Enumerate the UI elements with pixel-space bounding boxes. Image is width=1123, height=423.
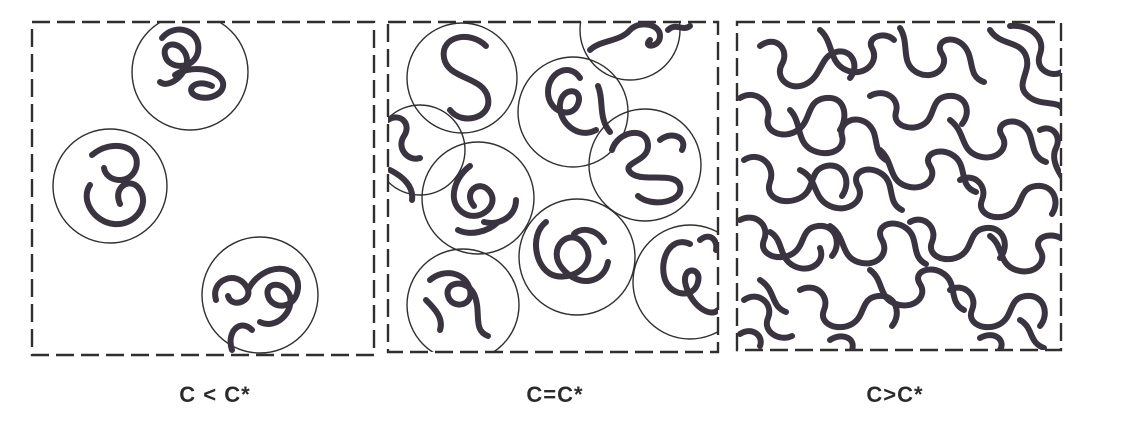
coil-5 [579,22,693,81]
panel-overlap-frame [386,20,720,354]
panel-overlap [386,20,720,354]
panel-semidilute-frame [735,20,1063,352]
caption-overlap: C=C* [526,382,584,407]
panel-dilute [30,20,376,357]
coil-8 [388,104,466,203]
coil-1 [131,22,249,131]
entangled-chains [737,22,1061,350]
coil-11 [406,248,520,352]
coil-7 [588,108,702,222]
coil-4 [406,22,518,134]
coil-2 [52,128,168,244]
coil-9 [421,141,535,255]
caption-dilute: C < C* [179,382,251,407]
panel-semidilute [735,20,1063,352]
coil-12 [632,224,718,340]
coil-10 [518,198,636,316]
coil-3 [201,236,319,354]
caption-semidilute: C>C* [866,382,924,407]
panel-dilute-frame [30,20,376,357]
